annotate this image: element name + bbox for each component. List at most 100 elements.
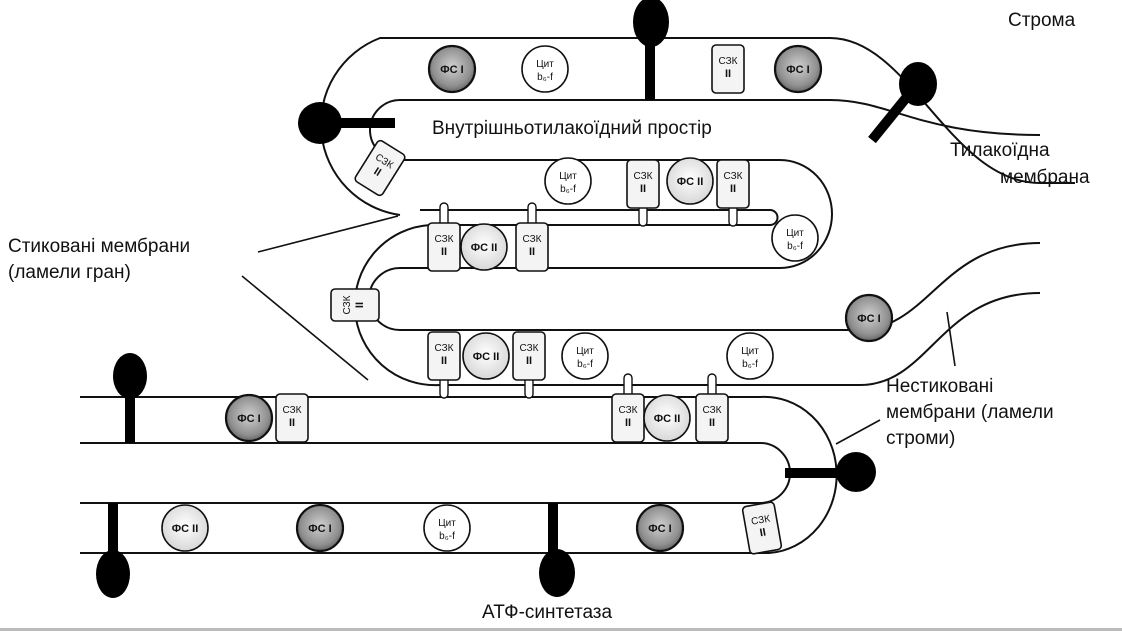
bottom-border bbox=[0, 628, 1122, 631]
lhc-label-line2: II bbox=[709, 417, 715, 429]
photosystem-ii: ФС II bbox=[161, 504, 209, 552]
lhc-box bbox=[741, 501, 783, 555]
psi-label: ФС I bbox=[440, 64, 463, 76]
cyt-circle bbox=[771, 214, 819, 262]
stroma-gap-membrane bbox=[353, 209, 1041, 387]
pointer-unstacked-bottom bbox=[835, 419, 881, 445]
cyt-label-line2: b₆-f bbox=[787, 241, 803, 252]
lhc-box bbox=[275, 393, 309, 443]
lhc-label-line2: II bbox=[289, 417, 295, 429]
top-thylakoid-outer-membrane bbox=[319, 37, 1075, 216]
lhc-label-line1: СЗК bbox=[342, 295, 353, 314]
psii-circle bbox=[666, 157, 714, 205]
cyt-label-line1: Цит bbox=[438, 518, 456, 529]
cyt-label-line1: Цит bbox=[576, 346, 594, 357]
psii-circle bbox=[643, 394, 691, 442]
lhc-label-line2: II bbox=[441, 355, 447, 367]
label-lumen: Внутрішньотилакоїдний простір bbox=[432, 118, 712, 139]
lhc-label-line1: СЗК bbox=[703, 405, 722, 416]
lhc-label-line1: СЗК bbox=[719, 56, 738, 67]
cyt-label-line1: Цит bbox=[559, 171, 577, 182]
pointer-stacked-top bbox=[257, 215, 399, 253]
psi-circle bbox=[635, 503, 685, 553]
cyt-label-line2: b₆-f bbox=[742, 359, 758, 370]
label-atp-synthase: АТФ-синтетаза bbox=[482, 602, 613, 623]
atp-synthase bbox=[539, 503, 575, 597]
photosystem-ii: ФС II bbox=[643, 394, 691, 442]
cyt-circle bbox=[544, 157, 592, 205]
photosystem-i: ФС I bbox=[844, 293, 894, 343]
lhc-label-line1: СЗК bbox=[724, 171, 743, 182]
lhc-label-line1: СЗК bbox=[634, 171, 653, 182]
cytochrome-b6f: Цит b₆-f bbox=[726, 332, 774, 380]
lhc-box bbox=[512, 331, 546, 381]
lhc-label-line1: СЗК bbox=[435, 343, 454, 354]
lhc-box bbox=[354, 139, 406, 197]
lhc-box bbox=[716, 159, 750, 209]
atp-synthase bbox=[785, 452, 876, 492]
pointer-lines bbox=[241, 215, 956, 445]
atp-synthase-head bbox=[899, 62, 937, 106]
psii-circle bbox=[460, 223, 508, 271]
psii-label: ФС II bbox=[172, 523, 199, 535]
label-stacked-2: (ламели гран) bbox=[8, 262, 131, 283]
atp-synthase bbox=[868, 62, 937, 144]
cyt-label-line2: b₆-f bbox=[537, 72, 553, 83]
photosystem-i: ФС I bbox=[635, 503, 685, 553]
lhc-label-line2: II bbox=[372, 166, 384, 179]
lhc-label-line2: II bbox=[526, 355, 532, 367]
photosystem-ii: ФС II bbox=[462, 332, 510, 380]
psi-circle bbox=[844, 293, 894, 343]
cyt-label-line1: Цит bbox=[741, 346, 759, 357]
psii-label: ФС II bbox=[471, 242, 498, 254]
cyt-circle bbox=[726, 332, 774, 380]
atp-synthase bbox=[113, 353, 147, 443]
psi-label: ФС I bbox=[648, 523, 671, 535]
atp-synthase-head bbox=[113, 353, 147, 399]
lhc-label-line1: СЗК bbox=[523, 234, 542, 245]
atp-synthases bbox=[96, 0, 937, 598]
lhc-box bbox=[695, 393, 729, 443]
atp-synthase bbox=[298, 102, 395, 144]
label-stroma: Строма bbox=[1008, 10, 1076, 31]
psii-label: ФС II bbox=[654, 413, 681, 425]
psi-circle bbox=[295, 503, 345, 553]
psi-circle bbox=[773, 44, 823, 94]
psi-label: ФС I bbox=[786, 64, 809, 76]
photosystem-ii: ФС II bbox=[460, 223, 508, 271]
psii-circle bbox=[161, 504, 209, 552]
label-thylakoid-membrane-2: мембрана bbox=[1000, 167, 1090, 188]
atp-synthase-head bbox=[539, 549, 575, 597]
lhc-box bbox=[626, 159, 660, 209]
psii-circle bbox=[462, 332, 510, 380]
psi-label: ФС I bbox=[237, 413, 260, 425]
lhc-box bbox=[330, 288, 380, 322]
lhc-label-line2: II bbox=[441, 246, 447, 258]
photosystem-i: ФС I bbox=[295, 503, 345, 553]
lhc-label-line2: II bbox=[640, 183, 646, 195]
photosystem-ii: ФС II bbox=[666, 157, 714, 205]
lhc-label-line1: СЗК bbox=[435, 234, 454, 245]
label-unstacked-3: строми) bbox=[886, 428, 955, 449]
psi-label: ФС I bbox=[308, 523, 331, 535]
lhc-label-line2: II bbox=[625, 417, 631, 429]
atp-synthase-head bbox=[298, 102, 342, 144]
photosystem-i: ФС I bbox=[773, 44, 823, 94]
lhc-label-line1: СЗК bbox=[619, 405, 638, 416]
